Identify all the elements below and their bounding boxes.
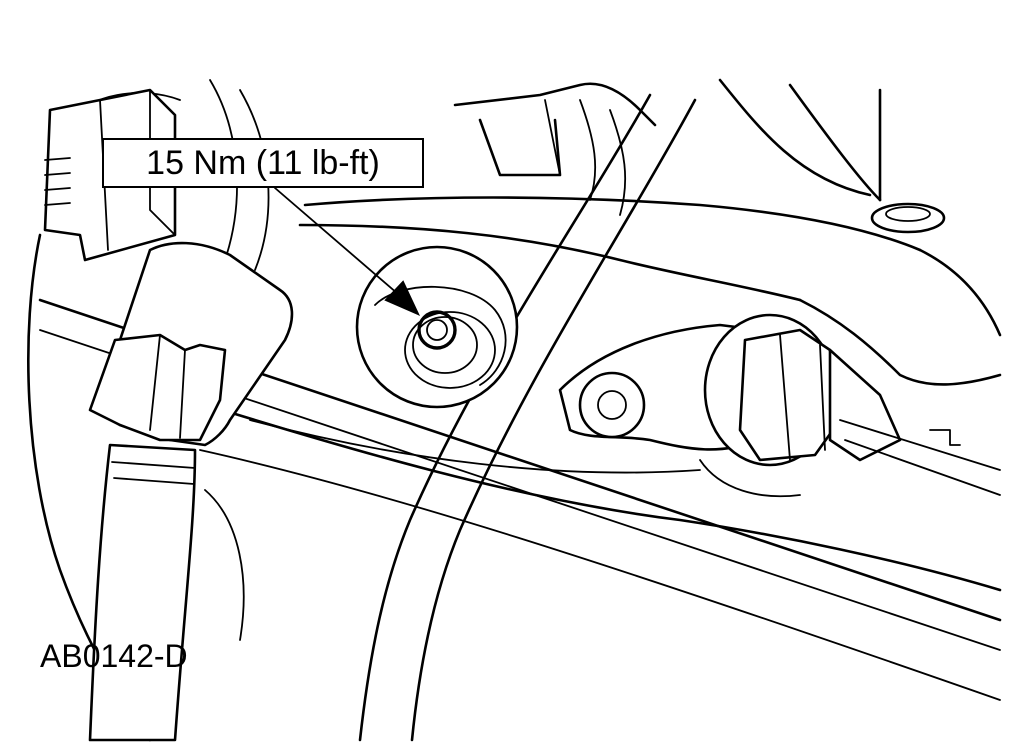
bracket-bolt-hole — [597, 390, 627, 420]
torque-callout-label: 15 Nm (11 lb-ft) — [146, 144, 380, 182]
connector-top-left-edge — [149, 89, 176, 236]
housing-rib-2 — [609, 109, 627, 216]
torque-bolt-center — [426, 319, 448, 341]
sensor-lead — [839, 419, 1001, 496]
mounting-boss — [355, 245, 519, 409]
lower-rail-4 — [199, 449, 1001, 701]
connector-lower-left-latch — [88, 333, 227, 442]
housing-top-center — [453, 82, 657, 127]
bolt-washer-inner — [412, 316, 478, 374]
rail-upper — [303, 196, 922, 252]
sensor-hex-detail — [779, 334, 826, 461]
wire-harness-wraps — [111, 461, 196, 485]
sensor-base-arc — [699, 459, 801, 498]
housing-tab — [478, 118, 562, 177]
rail-right-curve — [918, 248, 1002, 337]
sensor-hex — [738, 328, 842, 462]
rail-upper-2 — [298, 223, 802, 302]
bolt-head-top-right-inner — [885, 206, 931, 222]
lower-rail-3 — [188, 398, 1002, 592]
housing-rib — [579, 99, 597, 201]
housing-tab-detail — [544, 99, 561, 176]
connector-lower-left-detail — [149, 334, 186, 439]
lower-rail-5 — [249, 419, 701, 474]
bolt-washer — [404, 311, 496, 389]
tube-outer — [358, 93, 652, 742]
connector-top-left-ribs — [44, 157, 71, 206]
callout-arrowhead — [384, 280, 421, 316]
bracket-bolt — [578, 371, 646, 439]
wire-harness — [88, 443, 197, 742]
bolt-head-top-right — [870, 202, 946, 234]
figure-id: AB0142-D — [40, 638, 188, 674]
upper-right-frame — [718, 78, 872, 197]
callout-leader-line — [274, 187, 406, 301]
wire-harness-strand — [204, 489, 245, 641]
sensor-clip — [929, 429, 961, 446]
upper-right-frame-3 — [788, 83, 882, 202]
rail-right-lower — [798, 298, 1002, 386]
torque-callout: 15 Nm (11 lb-ft) — [102, 138, 424, 188]
torque-bolt — [417, 310, 457, 350]
tube-inner — [410, 98, 697, 742]
